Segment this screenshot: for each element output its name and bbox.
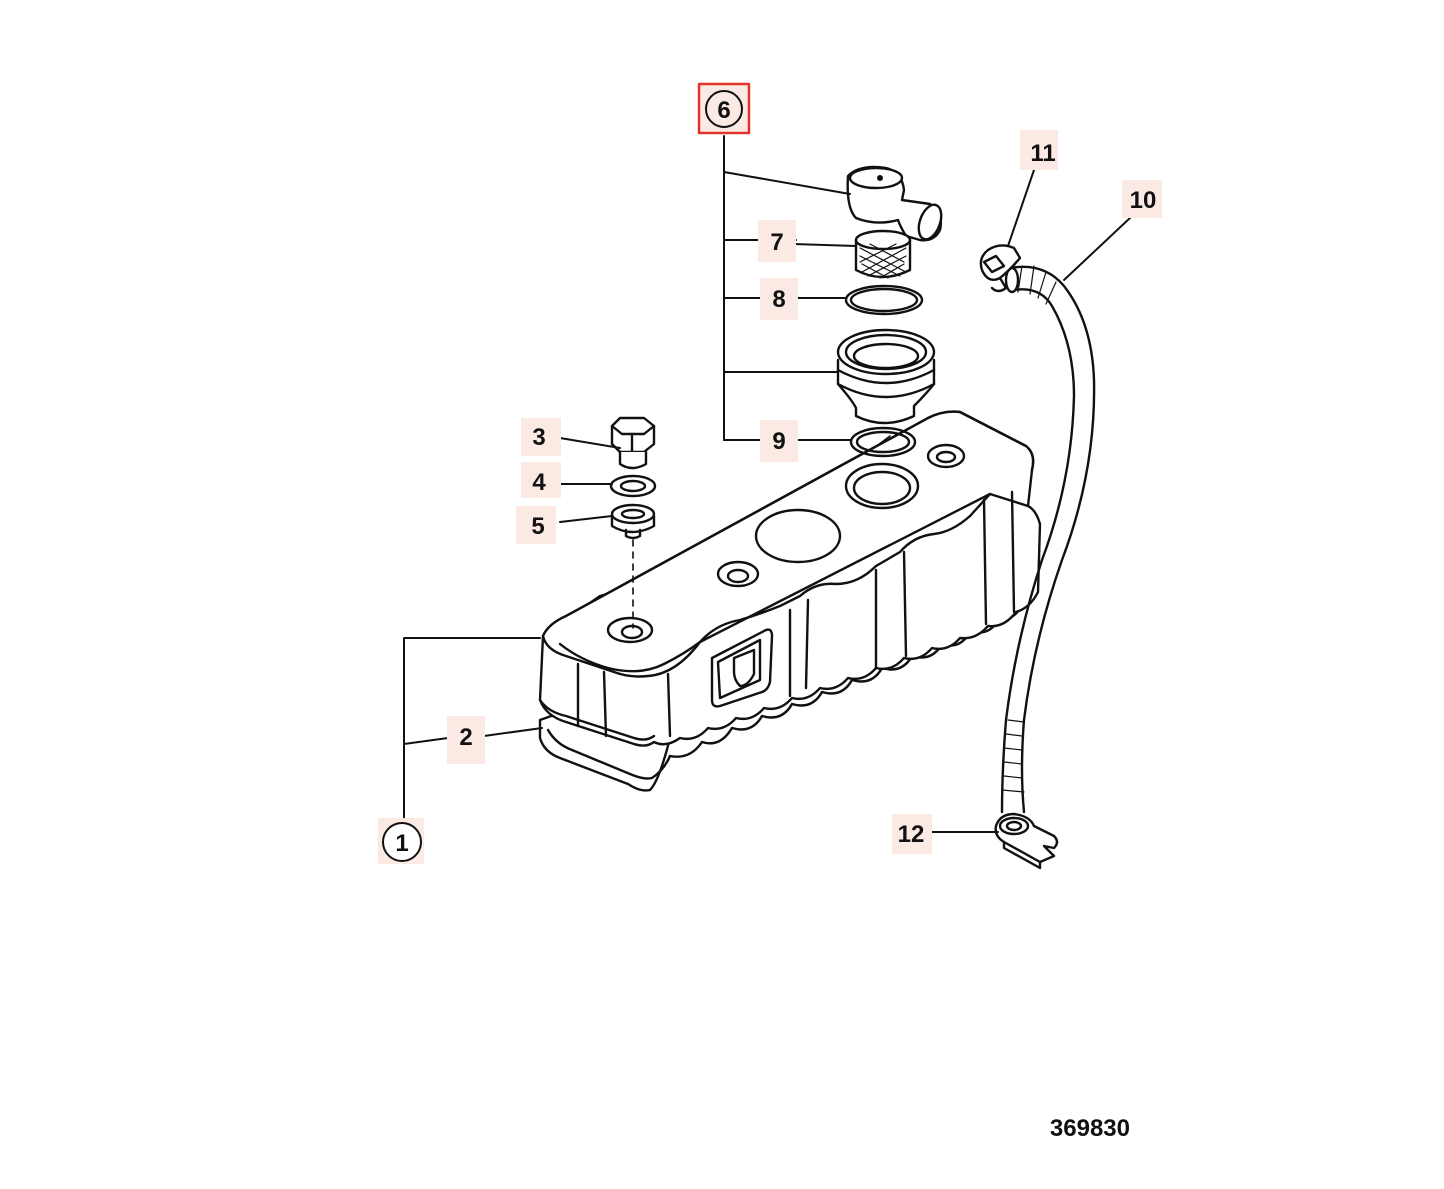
callout-6[interactable]: 6 (697, 82, 751, 135)
callout-8-label: 8 (772, 286, 785, 313)
callout-4[interactable]: 4 (521, 462, 561, 498)
leader-lines (403, 135, 1131, 833)
callout-5-label: 5 (531, 513, 544, 540)
bolt-seal[interactable] (610, 503, 656, 540)
callout-7-label: 7 (770, 229, 783, 256)
callout-7[interactable]: 7 (758, 220, 796, 262)
cover-bolt[interactable] (610, 416, 656, 470)
breather-hose[interactable] (1000, 265, 1096, 814)
bolt-washer[interactable] (609, 474, 657, 498)
breather-body[interactable] (836, 328, 936, 425)
callout-1[interactable]: 1 (378, 818, 424, 864)
callout-2[interactable]: 2 (447, 716, 485, 764)
breather-filter-mesh[interactable] (854, 229, 912, 279)
figure-number: 369830 (1050, 1115, 1130, 1142)
callout-6-label: 6 (717, 97, 730, 124)
callout-12[interactable]: 12 (892, 814, 932, 854)
breather-o-ring[interactable] (844, 284, 924, 316)
callout-10[interactable]: 10 (1122, 180, 1162, 218)
callout-8[interactable]: 8 (760, 278, 798, 320)
callout-1-label: 1 (395, 830, 408, 857)
callout-11[interactable]: 11 (1020, 130, 1058, 170)
callout-9-label: 9 (772, 428, 785, 455)
callout-4-label: 4 (532, 469, 546, 496)
callout-10-label: 10 (1130, 187, 1157, 214)
callout-3-label: 3 (532, 424, 545, 451)
callout-3[interactable]: 3 (521, 418, 561, 456)
callout-9[interactable]: 9 (760, 420, 798, 462)
callout-5[interactable]: 5 (516, 506, 556, 544)
callout-11-label: 11 (1030, 140, 1055, 167)
rocker-cover[interactable] (538, 410, 1042, 747)
callout-12-label: 12 (898, 821, 925, 848)
callout-2-label: 2 (459, 724, 472, 751)
hose-clamp[interactable] (979, 244, 1022, 293)
breather-elbow[interactable] (846, 165, 946, 242)
breather-seal-ring[interactable] (849, 426, 917, 458)
hose-bracket[interactable] (994, 812, 1059, 870)
